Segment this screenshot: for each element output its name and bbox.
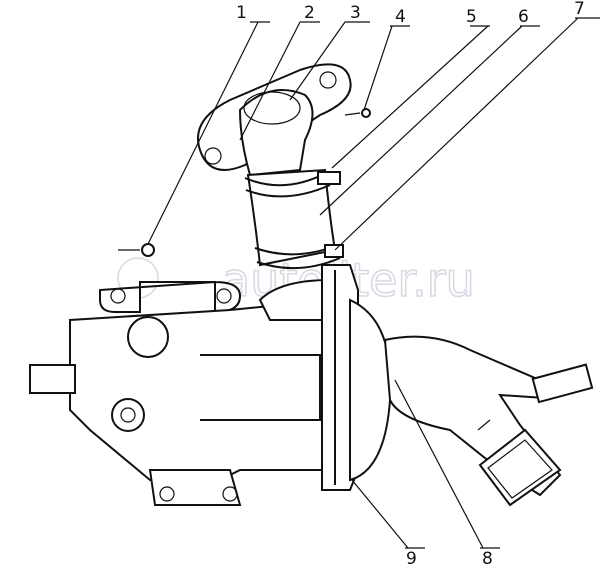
leader-lines [147, 17, 600, 549]
housing-plate [321, 264, 392, 491]
callout-3: 3 [350, 3, 361, 23]
outlet-pipe [383, 335, 594, 507]
callout-1: 1 [236, 3, 247, 23]
callout-6: 6 [518, 7, 529, 27]
flange-pipe [197, 63, 352, 177]
callout-2: 2 [304, 3, 315, 23]
callout-7: 7 [574, 0, 585, 19]
callout-9: 9 [406, 549, 417, 568]
bolts [118, 108, 371, 257]
hose [244, 168, 344, 270]
callout-5: 5 [466, 7, 477, 27]
pump-body [29, 278, 342, 506]
callout-4: 4 [395, 7, 406, 27]
callout-8: 8 [482, 549, 493, 568]
